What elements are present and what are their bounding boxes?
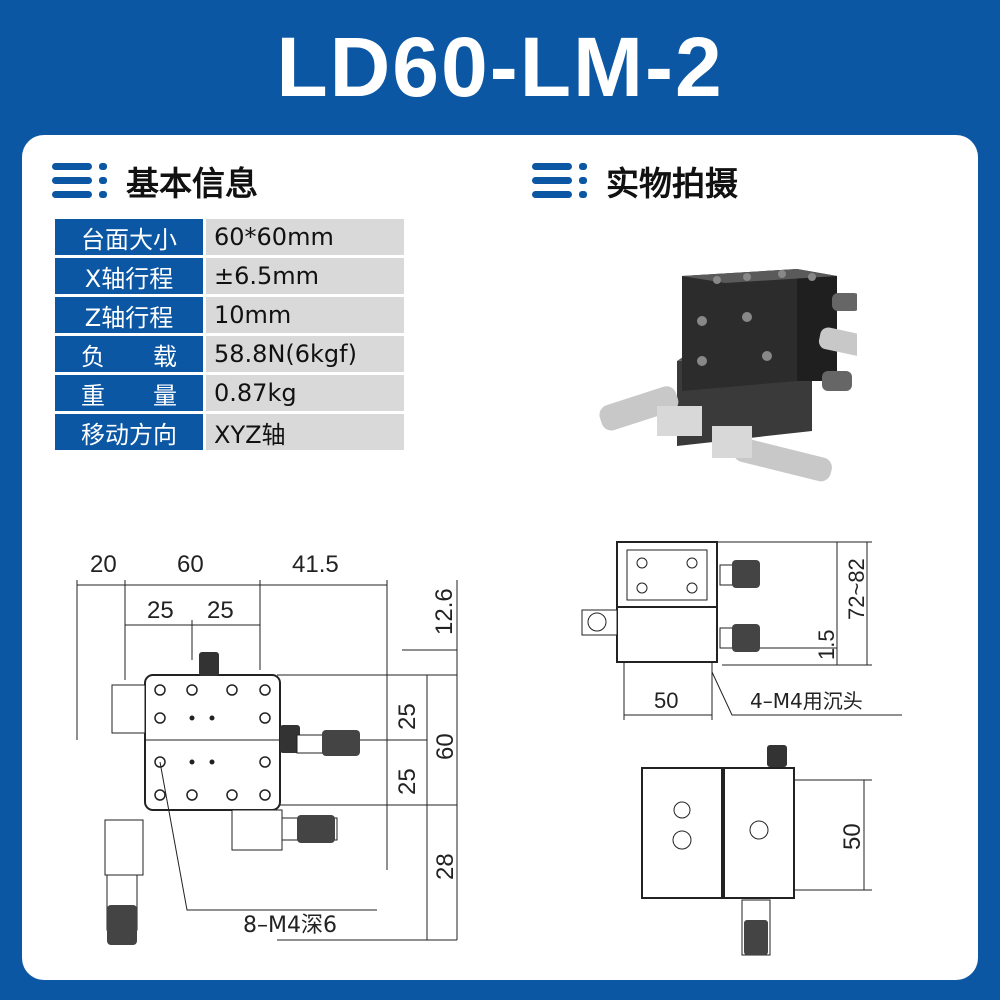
dim-label: 41.5 [292, 551, 339, 578]
dim-label: 25 [394, 768, 421, 795]
side-view-drawing: 72~82 1.5 50 4–M4用沉头 [581, 541, 902, 720]
callout-counter: 4–M4用沉头 [750, 689, 863, 713]
spec-value: 0.87kg [206, 375, 404, 411]
basic-info-title: 基本信息 [126, 164, 258, 203]
spec-value: XYZ轴 [206, 414, 404, 450]
spec-label: 重 量 [55, 375, 206, 411]
dim-label: 1.5 [814, 629, 839, 660]
callout-holes: 8–M4深6 [243, 913, 337, 938]
spec-value: ±6.5mm [206, 258, 404, 294]
content-panel: 基本信息 实物拍摄 台面大小 60*60mm X轴行程 ±6.5mm Z轴行程 … [22, 135, 978, 980]
dim-label: 25 [394, 703, 421, 730]
spec-value: 58.8N(6kgf) [206, 336, 404, 372]
dim-label: 12.6 [431, 588, 458, 635]
table-row: 负 载 58.8N(6kgf) [55, 336, 404, 372]
spec-label: 负 载 [55, 336, 206, 372]
dim-label: 25 [147, 597, 174, 624]
table-row: 重 量 0.87kg [55, 375, 404, 411]
spec-label: X轴行程 [55, 258, 206, 294]
dim-label: 50 [839, 823, 866, 850]
spec-label: 移动方向 [55, 414, 206, 450]
dim-label: 25 [207, 597, 234, 624]
top-view-drawing: 20 60 41.5 25 25 12.6 25 60 25 28 8–M4深6 [76, 551, 459, 945]
table-row: X轴行程 ±6.5mm [55, 258, 404, 294]
bottom-view-drawing: 50 [641, 745, 872, 956]
dim-label: 60 [432, 733, 459, 760]
table-row: 台面大小 60*60mm [55, 219, 404, 255]
dim-label: 20 [90, 551, 117, 578]
spec-label: 台面大小 [55, 219, 206, 255]
dim-label: 28 [432, 853, 459, 880]
list-icon [52, 163, 107, 198]
photo-header: 实物拍摄 [532, 157, 738, 205]
list-icon [532, 163, 587, 198]
spec-table: 台面大小 60*60mm X轴行程 ±6.5mm Z轴行程 10mm 负 载 5… [55, 216, 404, 453]
photo-title: 实物拍摄 [606, 164, 738, 203]
table-row: Z轴行程 10mm [55, 297, 404, 333]
table-row: 移动方向 XYZ轴 [55, 414, 404, 450]
basic-info-header: 基本信息 [52, 157, 258, 205]
product-title: LD60-LM-2 [276, 20, 724, 114]
dim-label: 60 [177, 551, 204, 578]
spec-value: 60*60mm [206, 219, 404, 255]
dim-label: 50 [654, 688, 678, 713]
dim-label: 72~82 [844, 558, 869, 620]
spec-label: Z轴行程 [55, 297, 206, 333]
product-photo [599, 269, 857, 482]
spec-value: 10mm [206, 297, 404, 333]
